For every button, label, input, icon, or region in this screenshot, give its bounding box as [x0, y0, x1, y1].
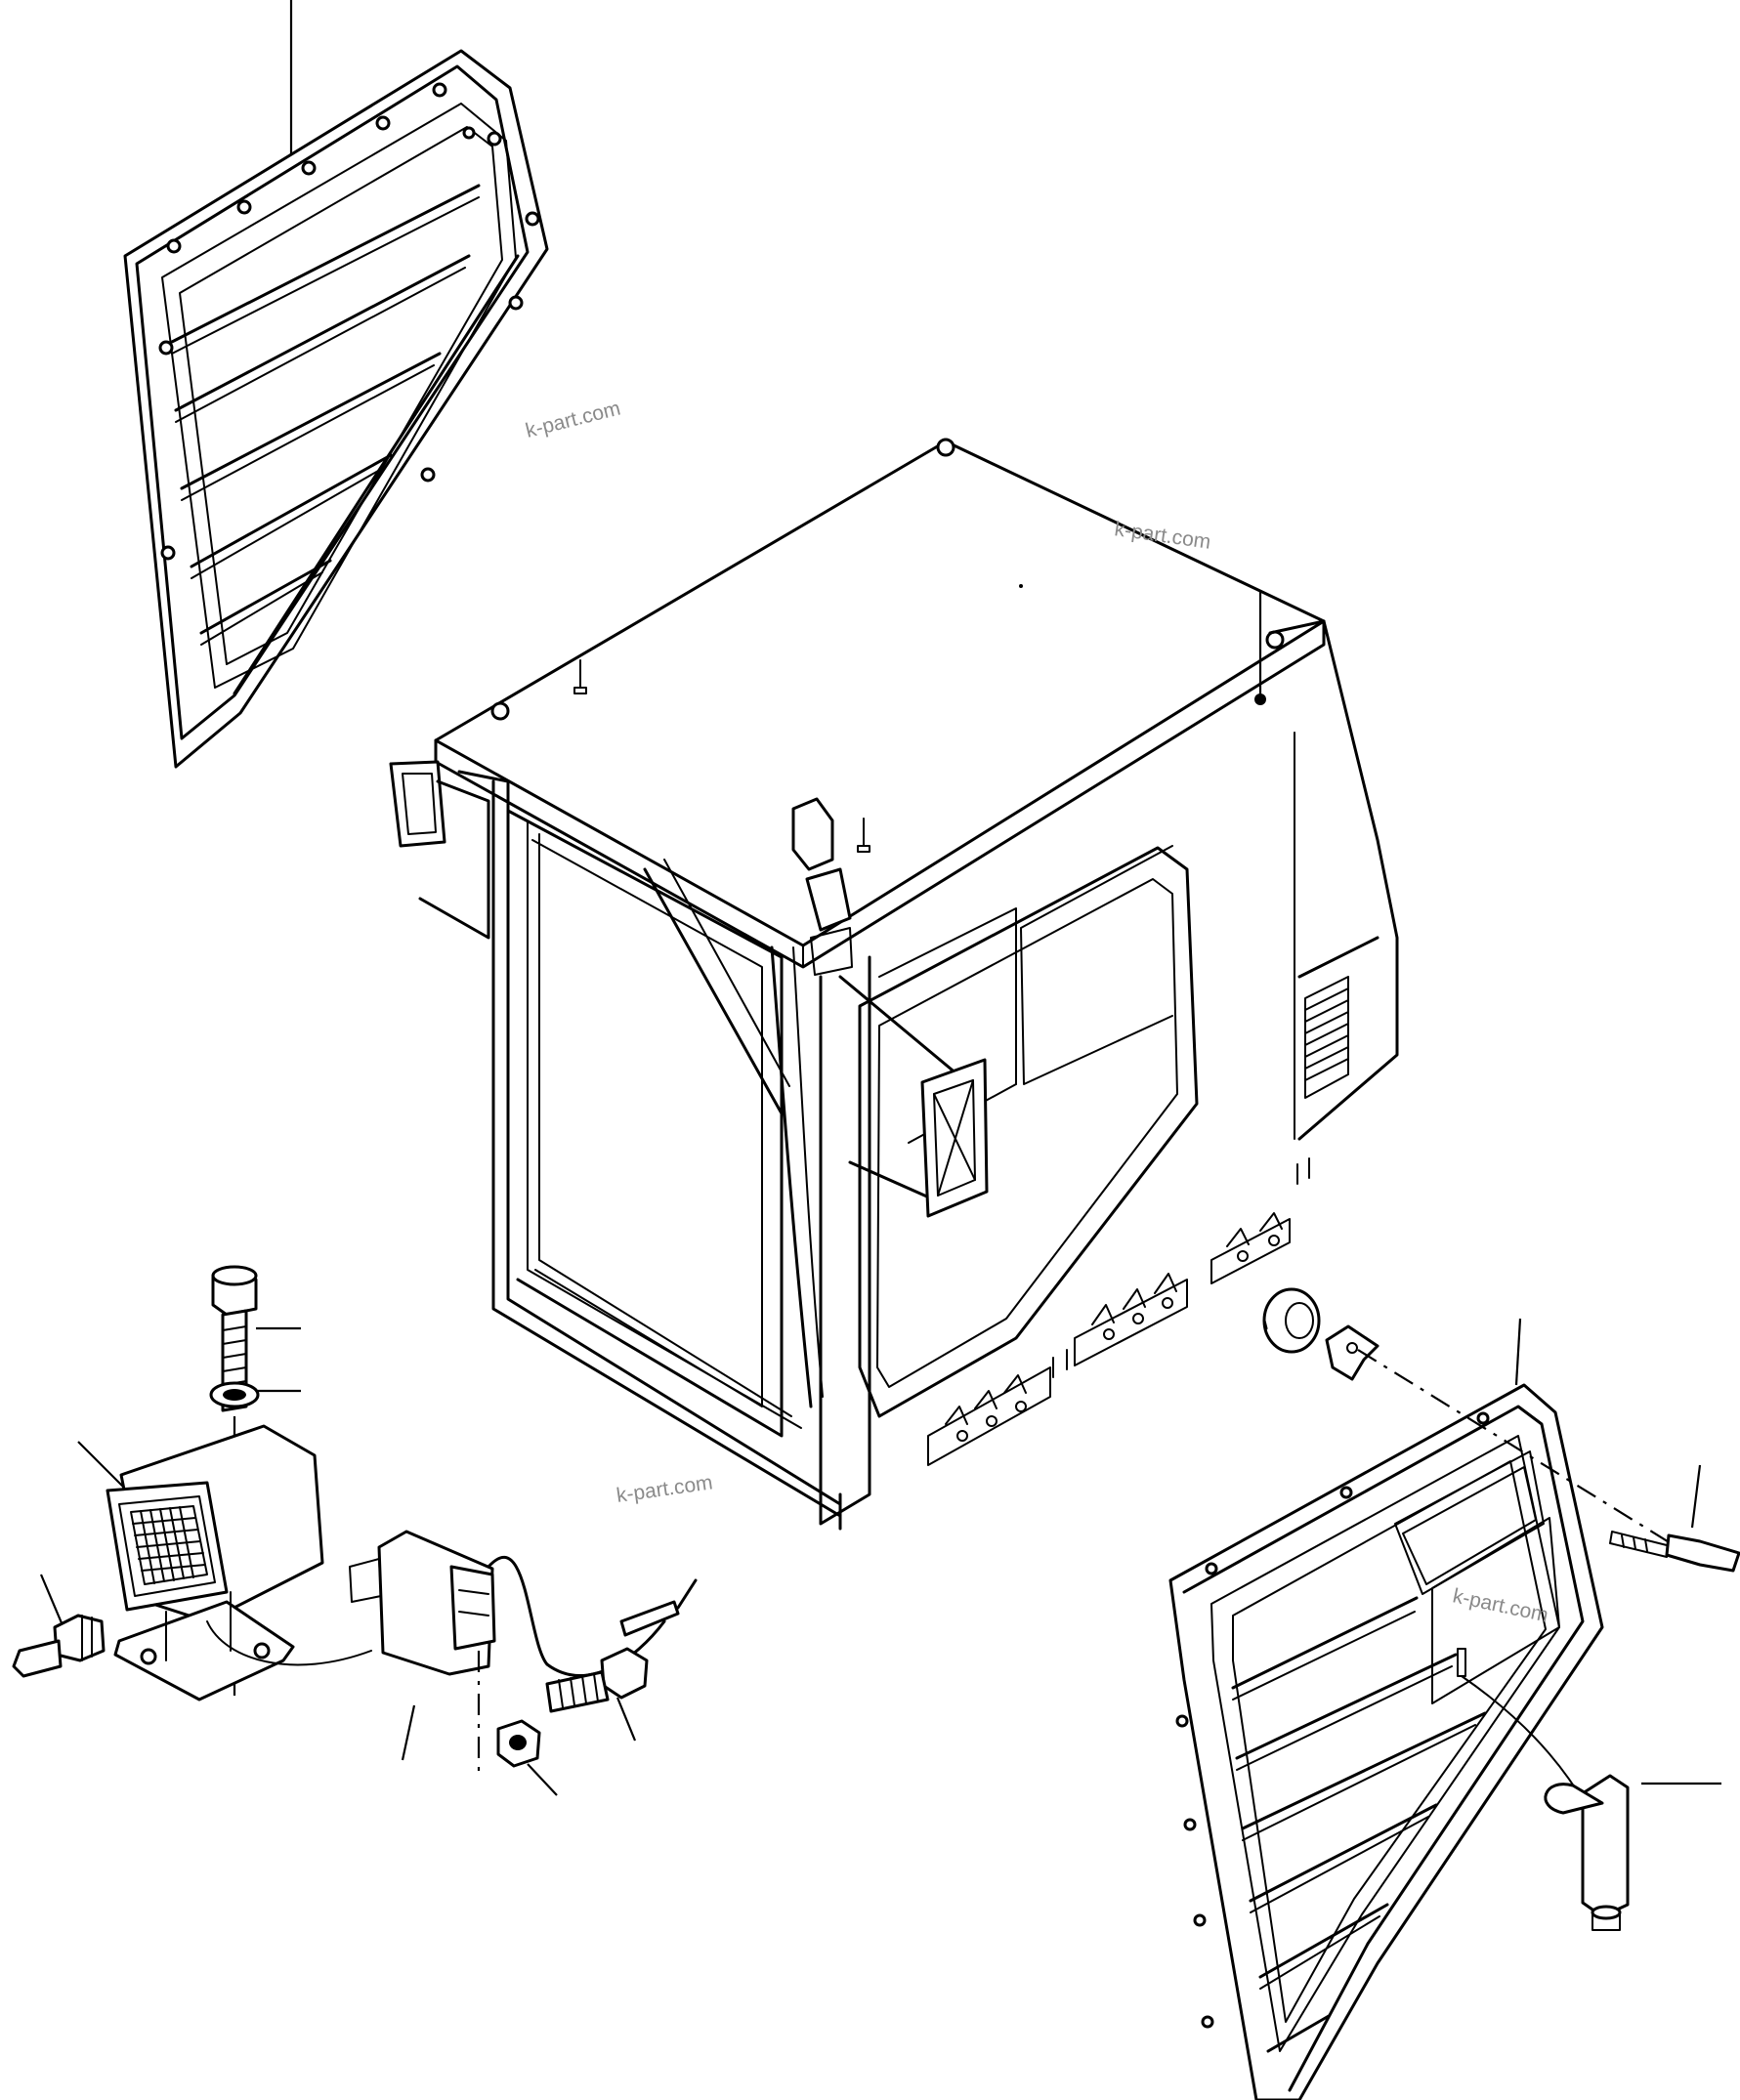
cab-body	[389, 438, 1399, 1531]
latch-pin	[1544, 1774, 1721, 1931]
relay-box	[349, 1530, 698, 1761]
upper-left-side-louver-panel	[123, 0, 549, 769]
washer	[209, 1381, 301, 1408]
left-mirror	[389, 760, 490, 940]
bottom-hinges	[927, 1157, 1310, 1466]
wiper-motor	[791, 797, 853, 976]
rubber-pad	[1262, 1287, 1321, 1354]
watermark-3: k-part.com	[615, 1471, 713, 1507]
work-lamp-assembly	[77, 1424, 372, 1701]
lamp-lens-grid	[130, 1505, 208, 1585]
leader-line-right-panel	[1514, 1318, 1522, 1386]
side-bolt	[1609, 1464, 1740, 1573]
watermark-1: k-part.com	[524, 398, 623, 442]
lamp-bulb	[12, 1574, 106, 1678]
side-mirror	[838, 975, 989, 1218]
side-grille	[1304, 976, 1349, 1099]
assembly-line-pad	[1357, 1349, 1672, 1544]
right-side-louver-panel	[1168, 1318, 1615, 2100]
nut	[496, 1719, 558, 1796]
plate	[1325, 1324, 1379, 1381]
mounting-bolt-side	[545, 1647, 649, 1742]
